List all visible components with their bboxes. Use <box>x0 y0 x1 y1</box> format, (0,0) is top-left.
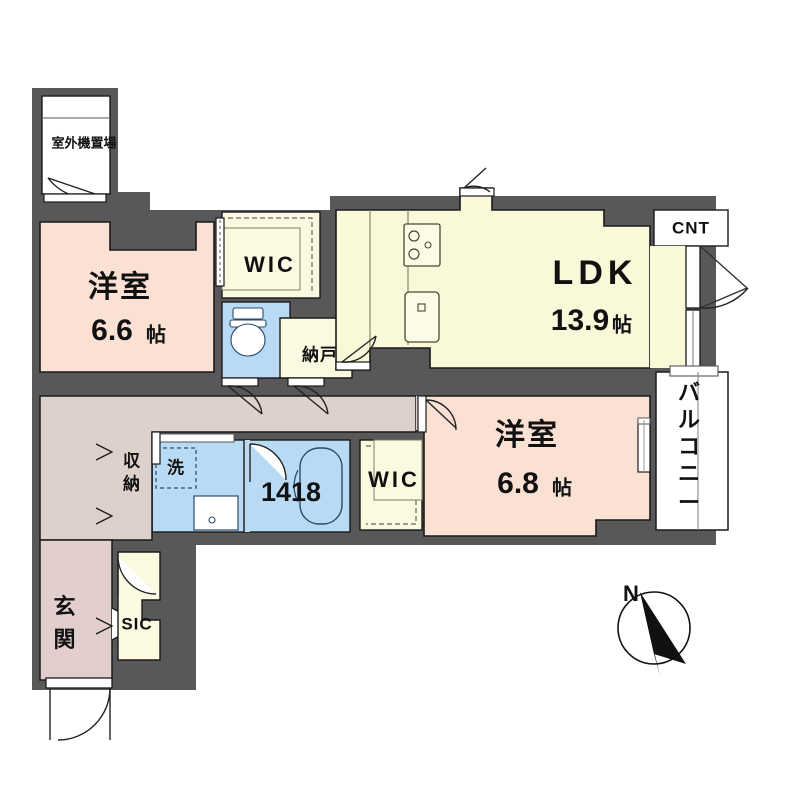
entrance-char-2: 関 <box>53 627 78 652</box>
label-bedroom-north-unit: 帖 <box>146 323 166 346</box>
bedroom-south-window <box>637 417 651 473</box>
room-outdoor-unit <box>41 95 111 195</box>
label-shuno-closet: 収 納 <box>123 451 141 493</box>
room-wic-south <box>359 439 423 531</box>
room-bedroom-north <box>39 221 215 373</box>
room-bedroom-south <box>423 395 651 537</box>
balcony-char-3: コ <box>678 434 700 459</box>
label-sic: SIC <box>121 614 152 633</box>
room-bathroom <box>243 439 351 533</box>
label-wic-south: WIC <box>368 467 420 492</box>
label-washroom: 洗 <box>167 457 185 477</box>
compass-rose: N <box>617 581 691 676</box>
room-balcony <box>655 365 729 531</box>
label-bedroom-south-unit: 帖 <box>552 476 572 499</box>
door-swings <box>43 167 495 741</box>
label-ldk-unit: 帖 <box>612 313 632 336</box>
label-balcony: バ ル コ ニ ー <box>678 380 700 515</box>
label-cnt: CNT <box>672 218 710 237</box>
shuno-char-1: 収 <box>123 451 141 470</box>
kitchen-stove-icon <box>403 223 441 267</box>
room-washroom <box>151 433 245 533</box>
label-wic-north: WIC <box>244 252 296 277</box>
kitchen-sink-icon <box>404 291 440 343</box>
balcony-char-2: ル <box>678 407 700 432</box>
label-ldk-name: LDK <box>553 254 638 292</box>
label-bedroom-south-size: 6.8 <box>497 467 539 500</box>
room-wic-north <box>221 211 321 299</box>
label-ldk-size: 13.9 <box>551 304 609 337</box>
ldk-alcove <box>650 246 686 368</box>
entrance-char-1: 玄 <box>53 594 78 619</box>
shuno-char-2: 納 <box>123 473 141 493</box>
room-toilet <box>221 301 291 379</box>
balcony-char-5: ー <box>678 490 700 515</box>
label-bedroom-north-name: 洋室 <box>88 270 152 304</box>
label-bedroom-north-size: 6.6 <box>91 314 133 347</box>
balcony-char-4: ニ <box>678 461 700 486</box>
label-outdoor-unit: 室外機置場 <box>51 135 116 150</box>
compass-north-label: N <box>623 581 639 606</box>
balcony-char-1: バ <box>678 380 700 405</box>
label-nando: 納戸 <box>302 344 338 364</box>
label-bedroom-south-name: 洋室 <box>495 418 559 452</box>
room-nando <box>279 317 353 379</box>
label-entrance: 玄 関 <box>53 594 78 652</box>
ldk-exterior-door <box>685 245 749 369</box>
label-bathroom-size: 1418 <box>261 477 321 507</box>
room-cnt <box>653 209 729 247</box>
bedroom-north-window <box>215 217 225 287</box>
